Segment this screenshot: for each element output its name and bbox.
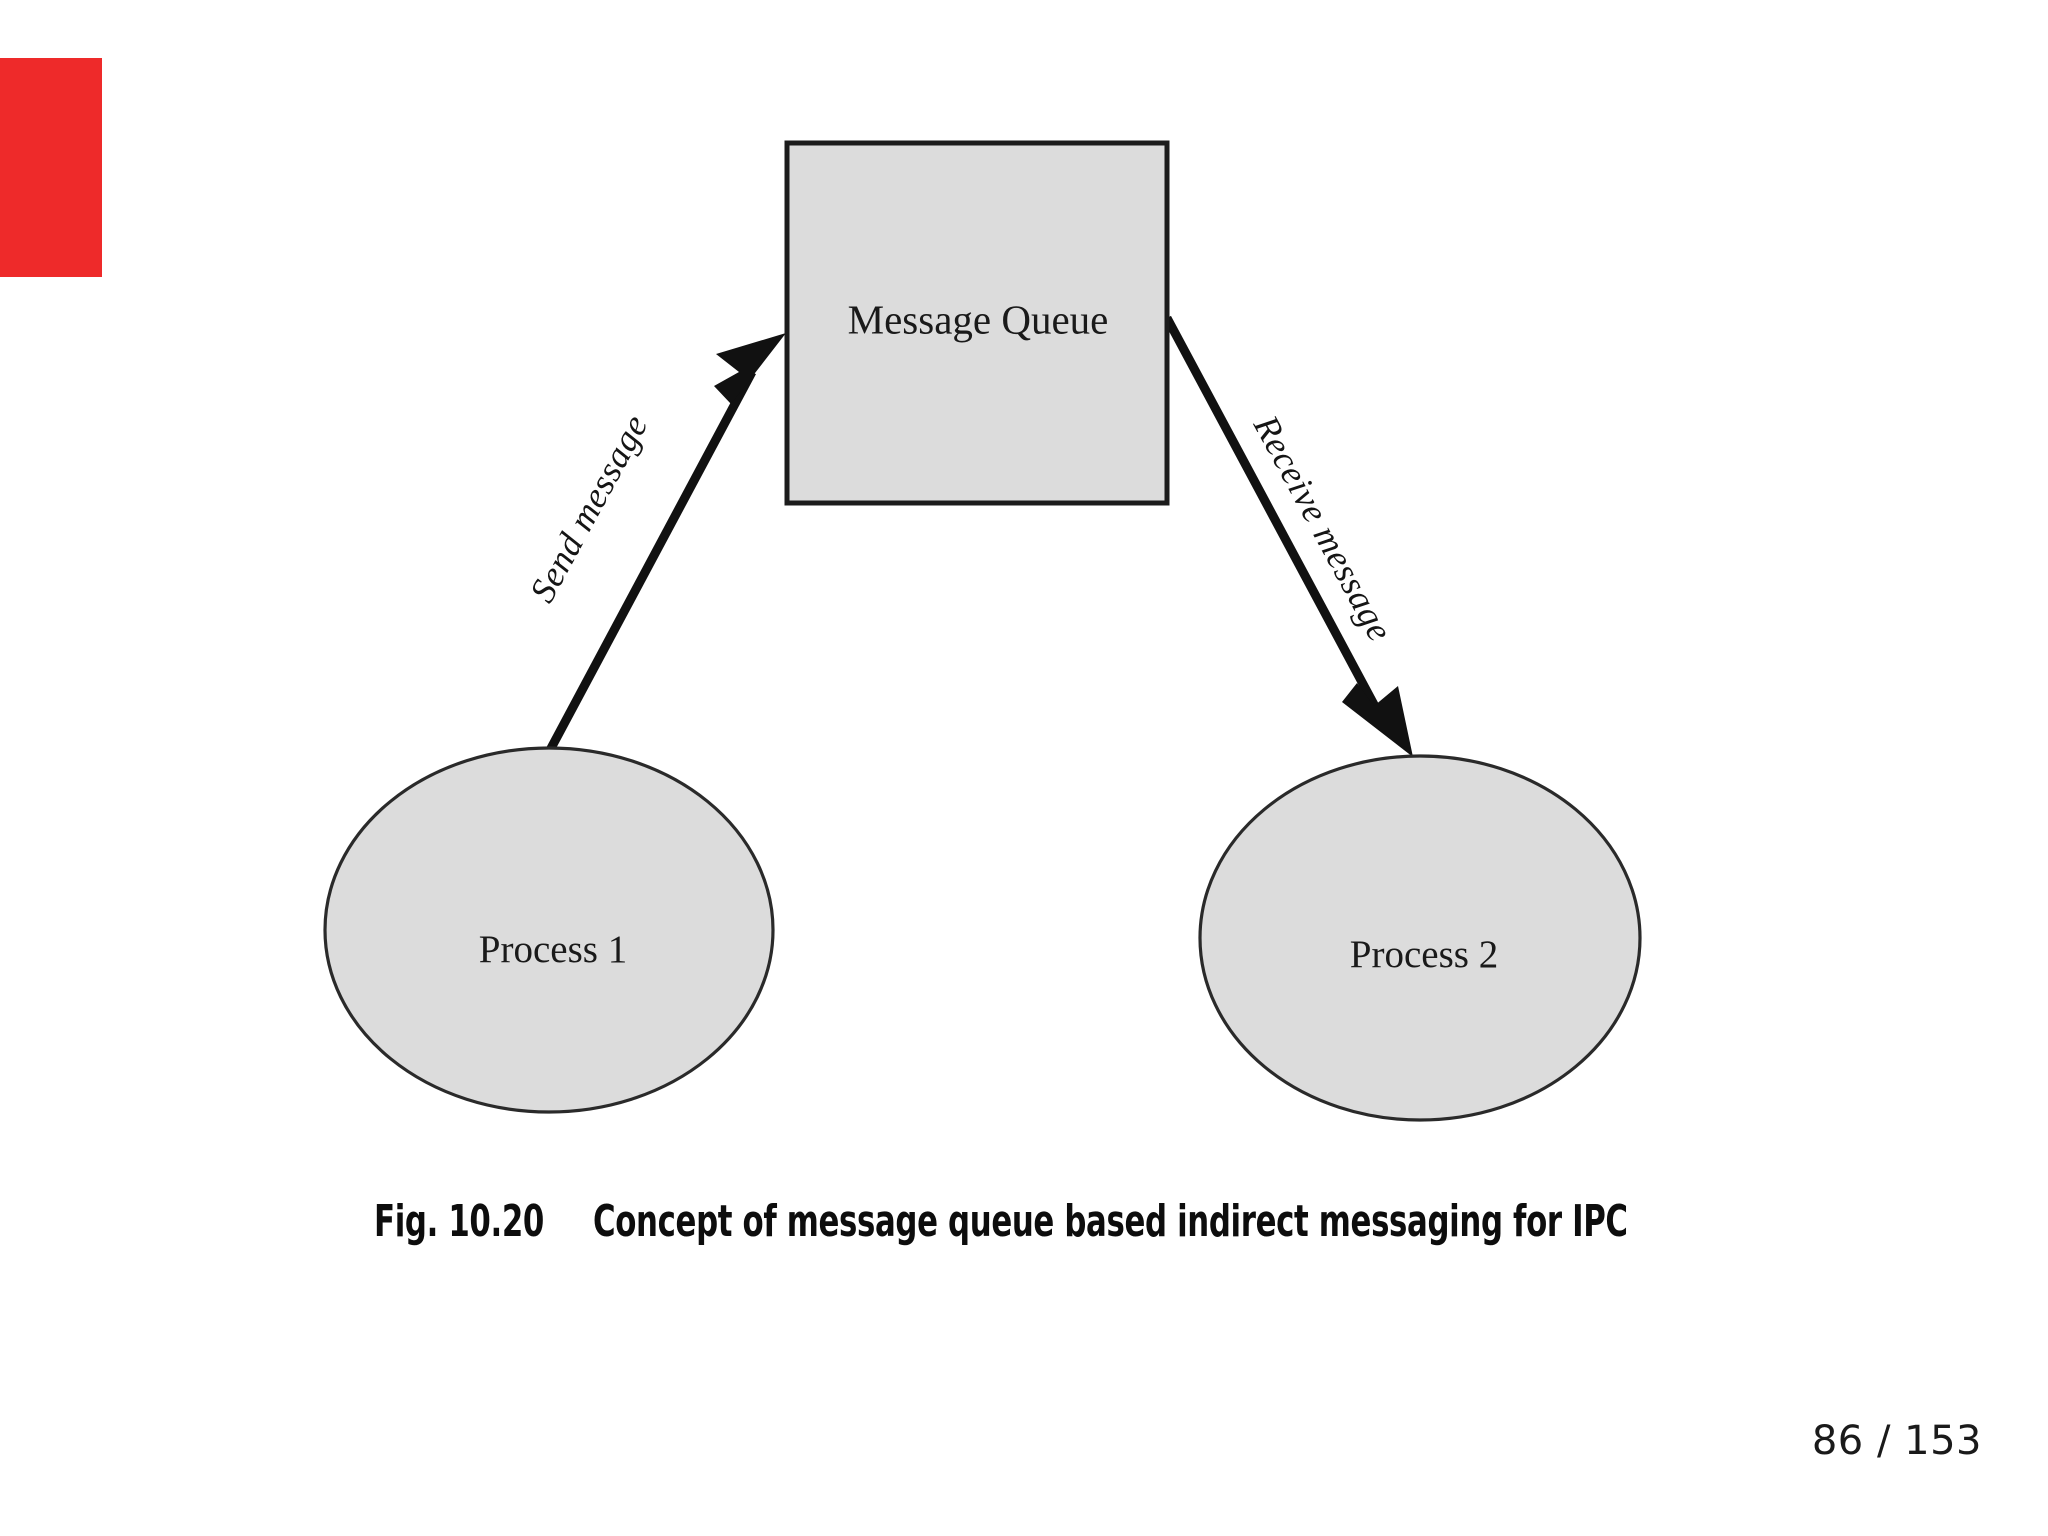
message-queue-box[interactable]: Message Queue <box>784 140 1170 506</box>
figure-caption: Fig. 10.20 Concept of message queue based… <box>374 1196 1628 1247</box>
figure-caption-text: Concept of message queue based indirect … <box>592 1196 1628 1247</box>
red-accent-block <box>0 58 102 277</box>
receive-message-arrow-line <box>1163 315 1382 715</box>
process-2-label: Process 2 <box>1350 933 1498 976</box>
send-message-arrow-line <box>545 369 756 755</box>
message-queue-box-shape <box>784 140 1170 506</box>
page-indicator: 86 / 153 <box>1811 1418 1982 1464</box>
edge-receive-message: Receive message <box>1163 315 1413 757</box>
message-queue-box-label: Message Queue <box>848 296 1109 342</box>
process-2-ellipse-shape <box>1198 754 1642 1122</box>
process-2-node[interactable]: Process 2 <box>1198 754 1642 1122</box>
edge-send-message: Send message <box>522 333 786 755</box>
process-1-label: Process 1 <box>479 928 627 971</box>
figure-caption-number: Fig. 10.20 <box>374 1196 544 1247</box>
send-message-arrow-head <box>714 333 786 404</box>
process-1-ellipse-shape <box>323 746 775 1114</box>
send-message-label: Send message <box>522 408 656 609</box>
process-1-node[interactable]: Process 1 <box>323 746 775 1114</box>
receive-message-arrow-head <box>1342 683 1413 757</box>
